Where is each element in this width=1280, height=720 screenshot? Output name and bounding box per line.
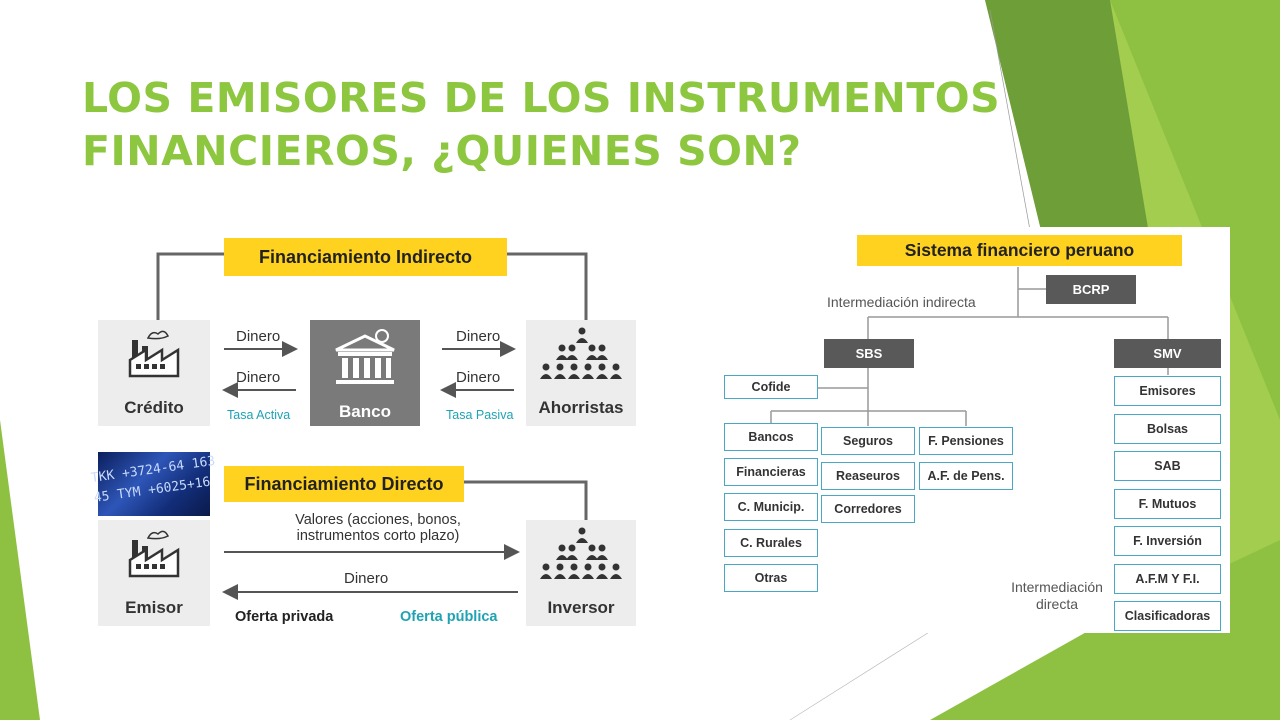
emisores-box: Emisores — [1114, 376, 1221, 406]
stock-ticker-image: TKK +3724-64 16345 TYM +6025+16 — [90, 452, 216, 516]
crurales-box: C. Rurales — [724, 529, 818, 557]
corredores-box: Corredores — [821, 495, 915, 523]
cofide-box: Cofide — [724, 375, 818, 399]
decor-line — [989, 9, 1031, 231]
banco-label: Banco — [339, 402, 391, 421]
factory-icon — [128, 330, 180, 378]
seguros-box: Seguros — [821, 427, 915, 455]
title-line-1: LOS EMISORES DE LOS INSTRUMENTOS — [82, 74, 1001, 122]
tasa-pasiva-label: Tasa Pasiva — [446, 408, 514, 422]
ahorristas-label: Ahorristas — [538, 398, 624, 417]
bank-box: Bancos — [724, 423, 818, 451]
sbs-box: SBS — [824, 339, 914, 368]
bank-icon — [335, 329, 395, 384]
direct-intermediation-label: Intermediación directa — [1002, 579, 1112, 613]
securities-line-2: instrumentos corto plazo) — [296, 528, 460, 544]
financial-system-diagram: Sistema financiero peruano BCRP Intermed… — [718, 227, 1230, 633]
securities-line-1: Valores (acciones, bonos, — [295, 512, 461, 528]
financing-connectors — [156, 252, 588, 600]
slide-title: LOS EMISORES DE LOS INSTRUMENTOS FINANCI… — [82, 72, 1000, 178]
tasa-activa-label: Tasa Activa — [227, 408, 291, 422]
indirect-header: Financiamiento Indirecto — [224, 238, 507, 276]
afpens-box: A.F. de Pens. — [919, 462, 1013, 490]
inversor-panel: Inversor — [526, 520, 636, 626]
dinero-label-top-right: Dinero — [456, 328, 501, 345]
bolsas-box: Bolsas — [1114, 414, 1221, 444]
credito-panel: Crédito — [98, 320, 210, 426]
securities-label: Valores (acciones, bonos, instrumentos c… — [248, 512, 508, 544]
indirect-bracket-right — [507, 252, 588, 320]
ticker-text: TKK +3724-64 16345 TYM +6025+16 — [90, 453, 217, 506]
left-green-wedge — [0, 420, 40, 720]
otras-box: Otras — [724, 564, 818, 592]
title-line-2: FINANCIEROS, ¿QUIENES SON? — [82, 127, 802, 175]
private-offer-label: Oferta privada — [235, 609, 334, 625]
dinero-label-top-left: Dinero — [236, 328, 281, 345]
fmutuos-box: F. Mutuos — [1114, 489, 1221, 519]
ahorristas-panel: Ahorristas — [526, 320, 636, 426]
people-group-icon — [540, 527, 622, 579]
money-label: Dinero — [344, 570, 389, 587]
bcrp-box: BCRP — [1046, 275, 1136, 304]
banco-panel: Banco — [310, 320, 420, 426]
financieras-box: Financieras — [724, 458, 818, 486]
right-green-panel-mid — [1110, 0, 1280, 420]
indirect-intermediation-label: Intermediación indirecta — [827, 294, 976, 310]
sab-box: SAB — [1114, 451, 1221, 481]
emisor-panel: Emisor — [98, 520, 210, 626]
direct-label-line-2: directa — [1035, 596, 1079, 612]
indirect-bracket — [156, 252, 224, 320]
clasificadoras-box: Clasificadoras — [1114, 601, 1221, 631]
finversion-box: F. Inversión — [1114, 526, 1221, 556]
afmfi-box: A.F.M Y F.I. — [1114, 564, 1221, 594]
fpensiones-box: F. Pensiones — [919, 427, 1013, 455]
dinero-label-bottom-left: Dinero — [236, 369, 281, 386]
system-connectors — [770, 267, 1169, 426]
public-offer-label: Oferta pública — [400, 609, 498, 625]
direct-bracket — [464, 480, 588, 520]
emisor-label: Emisor — [125, 598, 183, 617]
factory-icon — [128, 530, 180, 578]
dinero-label-bottom-right: Dinero — [456, 369, 501, 386]
system-header: Sistema financiero peruano — [857, 235, 1182, 266]
financing-diagram: Financiamiento Indirecto Crédito Banco — [90, 236, 638, 628]
cmunicip-box: C. Municip. — [724, 493, 818, 521]
people-group-icon — [540, 327, 622, 379]
smv-box: SMV — [1114, 339, 1221, 368]
reaseuros-box: Reaseuros — [821, 462, 915, 490]
direct-header: Financiamiento Directo — [224, 466, 464, 502]
direct-label-line-1: Intermediación — [1011, 579, 1103, 595]
credito-label: Crédito — [124, 398, 184, 417]
inversor-label: Inversor — [547, 598, 615, 617]
